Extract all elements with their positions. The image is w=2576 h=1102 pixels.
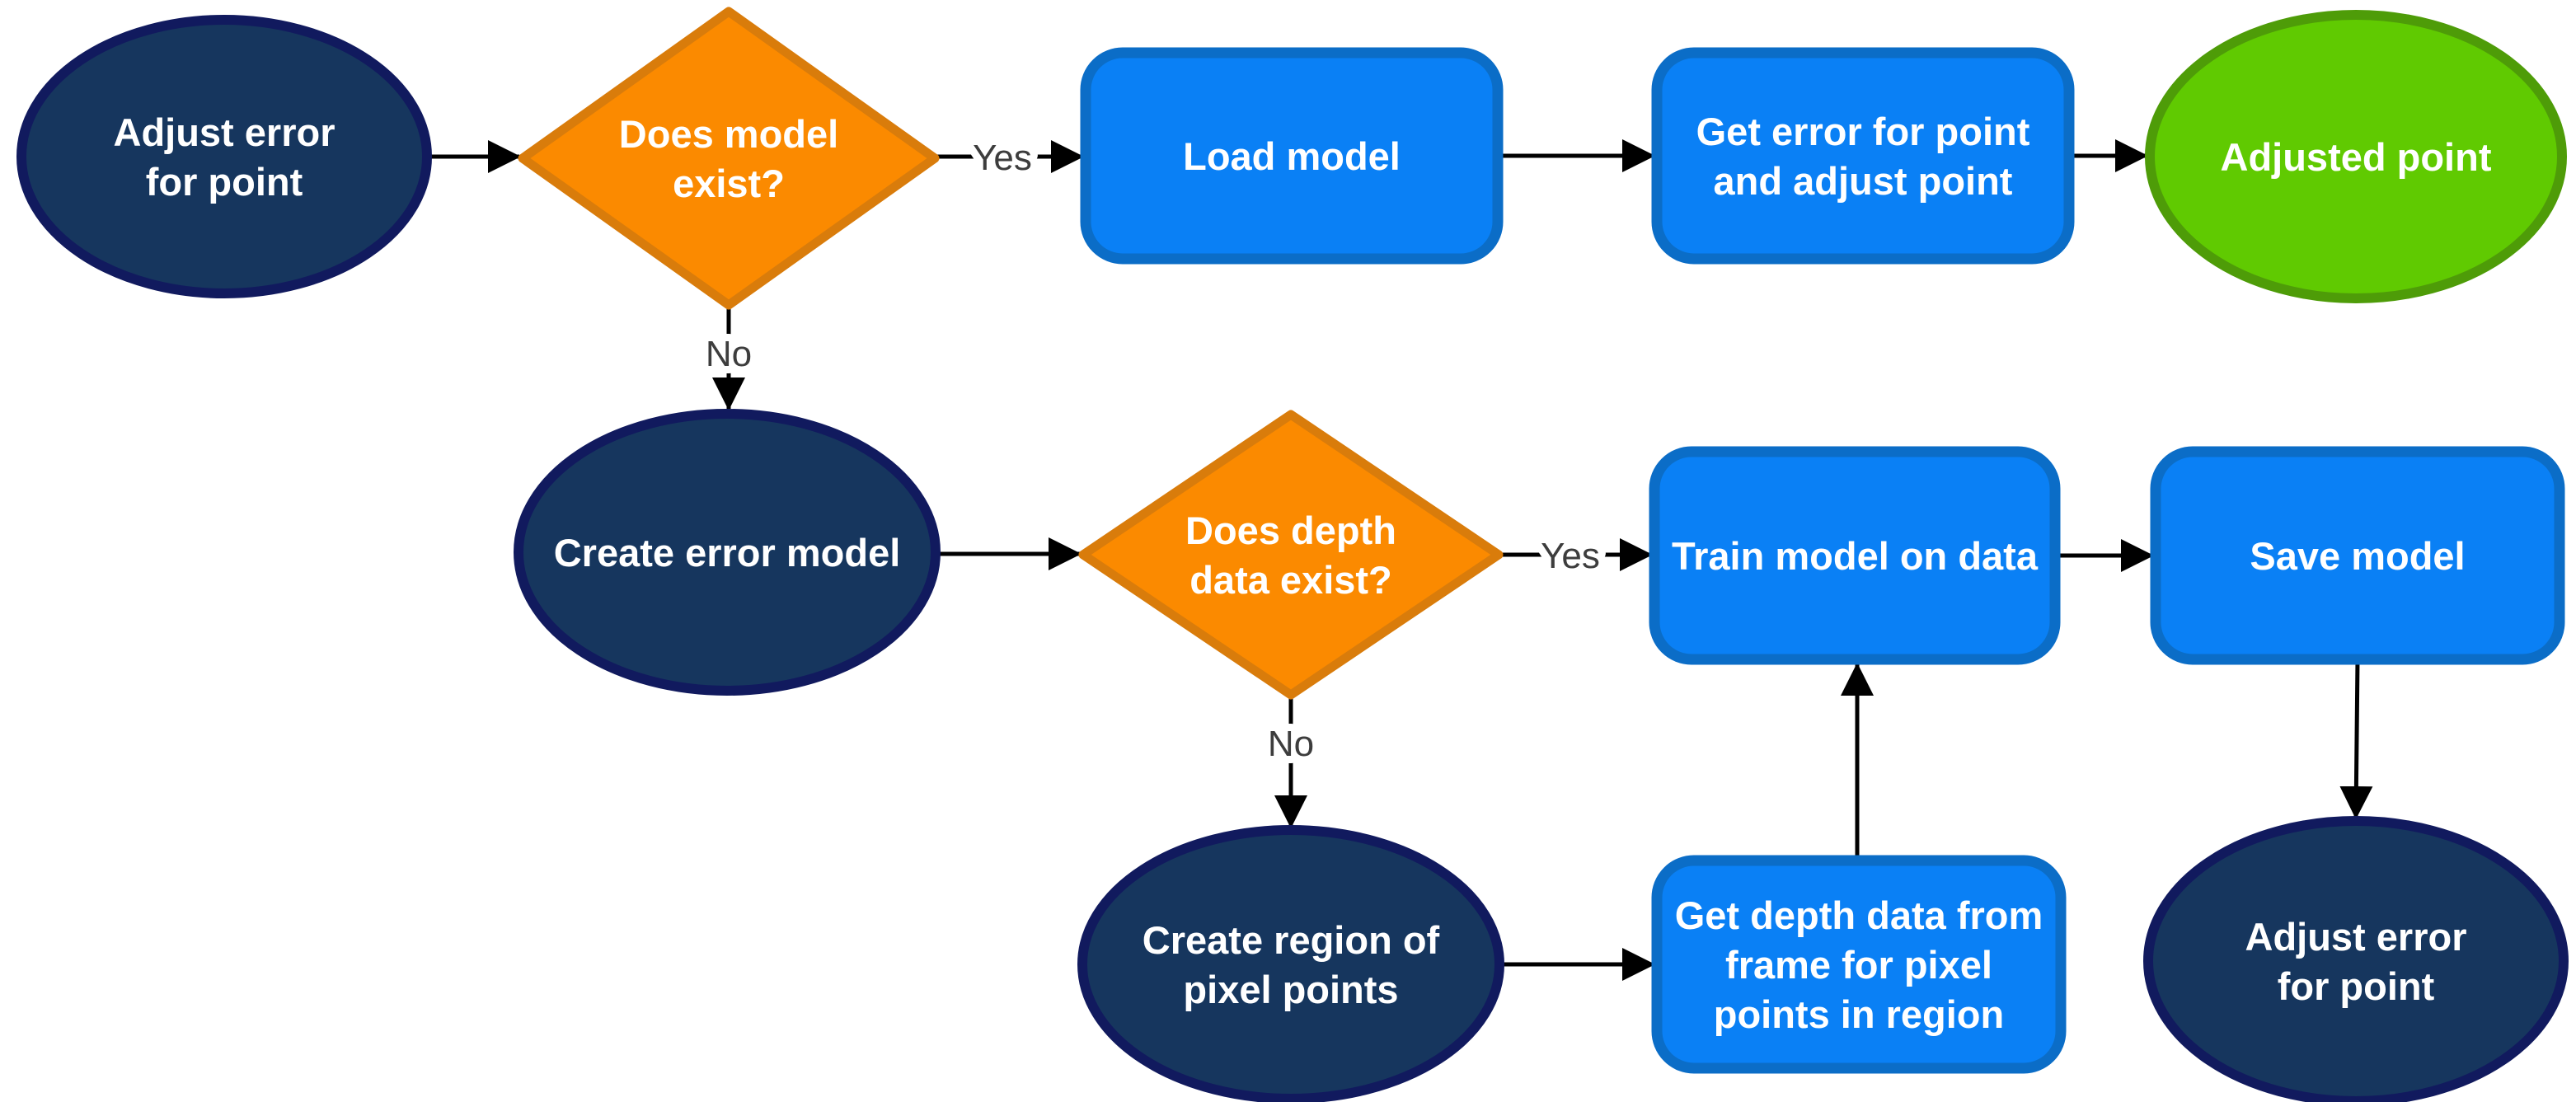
edge-depth-decision-yes-to-train-model-label: Yes [1541, 536, 1600, 576]
node-create-error-model-label: Create error model [554, 531, 901, 574]
node-load-model-process-label: Load model [1183, 134, 1401, 178]
node-adjust-error-for-point-start-label: for point [146, 160, 303, 204]
node-adjust-error-for-point-end-label: Adjust error [2245, 915, 2467, 959]
node-does-depth-data-exist-decision-label: data exist? [1189, 558, 1392, 602]
node-does-depth-data-exist-decision: Does depth data exist? [1078, 410, 1504, 700]
node-create-region-of-pixel-points-label: Create region of [1143, 918, 1440, 962]
node-adjust-error-for-point-start: Adjust error for point [16, 15, 432, 298]
node-adjust-error-for-point-end: Adjust error for point [2143, 816, 2569, 1102]
node-adjusted-point-end-label: Adjusted point [2221, 135, 2492, 179]
node-load-model-process: Load model [1080, 47, 1504, 265]
edge-layer [427, 139, 2373, 981]
node-create-region-of-pixel-points-shape [1077, 825, 1504, 1102]
node-get-depth-data-process-label: frame for pixel [1725, 943, 1992, 987]
node-get-depth-data-process: Get depth data from frame for pixel points… [1651, 855, 2067, 1074]
node-save-model-process-shape [2150, 446, 2565, 665]
edge-model-decision-yes-to-load-model-label: Yes [973, 138, 1032, 178]
node-adjust-error-for-point-end-label: for point [2278, 964, 2435, 1008]
node-adjust-error-for-point-start-shape [16, 15, 432, 298]
node-save-model-process: Save model [2150, 446, 2565, 665]
node-train-model-on-data-process-label: Train model on data [1672, 534, 2039, 578]
node-does-model-exist-decision-shape [518, 7, 940, 310]
node-get-error-for-point-process-label: Get error for point [1696, 110, 2030, 153]
node-layer: Adjust error for point Does model exist? Loa… [16, 7, 2569, 1102]
node-train-model-on-data-process-shape [1649, 446, 2061, 665]
node-create-error-model: Create error model [514, 409, 941, 696]
node-get-depth-data-process-shape [1651, 855, 2067, 1074]
node-get-depth-data-process-label: points in region [1714, 992, 2004, 1036]
edge-save-model-to-end-adjust-error [2339, 659, 2373, 819]
node-create-error-model-shape [514, 409, 941, 696]
node-load-model-process-shape [1080, 47, 1504, 265]
edge-model-decision-no-to-create-error-model-label: No [706, 334, 752, 374]
edge-depth-decision-no-to-create-region-label: No [1268, 724, 1314, 764]
node-adjusted-point-end: Adjusted point [2145, 10, 2567, 303]
node-does-model-exist-decision-label: Does model [619, 112, 838, 156]
node-does-model-exist-decision-label: exist? [673, 162, 785, 205]
node-get-error-for-point-process: Get error for point and adjust point [1651, 47, 2075, 265]
node-does-depth-data-exist-decision-shape [1078, 410, 1504, 700]
node-get-error-for-point-process-shape [1651, 47, 2075, 265]
node-train-model-on-data-process: Train model on data [1649, 446, 2061, 665]
node-adjust-error-for-point-end-shape [2143, 816, 2569, 1102]
node-save-model-process-label: Save model [2250, 534, 2465, 578]
node-create-region-of-pixel-points: Create region of pixel points [1077, 825, 1504, 1102]
node-get-depth-data-process-label: Get depth data from [1675, 893, 2043, 937]
node-get-error-for-point-process-label: and adjust point [1714, 159, 2013, 203]
node-adjusted-point-end-shape [2145, 10, 2567, 303]
node-adjust-error-for-point-start-label: Adjust error [114, 110, 335, 154]
node-does-model-exist-decision: Does model exist? [518, 7, 940, 310]
node-does-depth-data-exist-decision-label: Does depth [1185, 509, 1396, 552]
node-create-region-of-pixel-points-label: pixel points [1183, 968, 1398, 1011]
